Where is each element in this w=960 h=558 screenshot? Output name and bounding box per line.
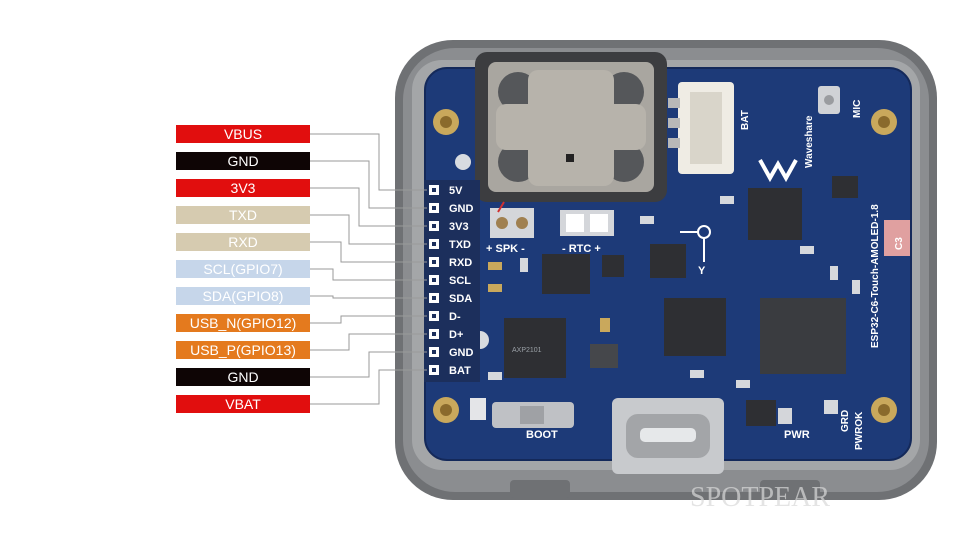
watermark: SPOTPEAR [690, 482, 830, 513]
grd-label: GRD [840, 410, 851, 432]
rtc-connector: - RTC + [560, 210, 614, 255]
power-section: PWR GRD PWROK [746, 400, 865, 450]
small-components [488, 196, 860, 414]
model-label: ESP32-C6-Touch-AMOLED-1.8 [870, 204, 881, 348]
header-pin-label: GND [449, 203, 474, 215]
pin-label: GND [176, 368, 310, 386]
spk-label: + SPK - [486, 243, 525, 255]
wire-line [310, 315, 427, 324]
microphone: MIC [818, 86, 863, 118]
wire-line [310, 133, 427, 191]
pin-label: VBAT [176, 395, 310, 413]
wire-line [310, 160, 427, 209]
header-pin-label: GND [449, 347, 474, 359]
speaker-module [475, 52, 667, 202]
pin-label: 3V3 [176, 179, 310, 197]
header-pin-label: TXD [449, 239, 471, 251]
pin-label: GND [176, 152, 310, 170]
mic-label: MIC [852, 100, 863, 118]
pin-label: TXD [176, 206, 310, 224]
wire-line [310, 214, 427, 245]
battery-connector: BAT [668, 82, 751, 174]
header-pin-label: 3V3 [449, 221, 469, 233]
header-pin-label: RXD [449, 257, 472, 269]
pin-label: USB_P(GPIO13) [176, 341, 310, 359]
c3-marker: C3 [884, 220, 910, 256]
header-pin-label: 5V [449, 185, 463, 197]
wire-line [310, 333, 427, 351]
header-pin-label: BAT [449, 365, 471, 377]
header-pin-label: D+ [449, 329, 463, 341]
pin-label: SDA(GPIO8) [176, 287, 310, 305]
chips: AXP2101 [504, 176, 858, 378]
axis-marker: Y [680, 225, 711, 277]
wire-lines [310, 133, 427, 405]
pin-label: SCL(GPIO7) [176, 260, 310, 278]
boot-button: BOOT [470, 398, 574, 441]
c3-label: C3 [894, 237, 905, 250]
pwrok-label: PWROK [854, 411, 865, 450]
wire-line [310, 295, 427, 299]
waveshare-logo: Waveshare [758, 115, 815, 183]
battery-label: BAT [740, 110, 751, 130]
spk-connector: + SPK - [486, 201, 534, 255]
header-pin-label: D- [449, 311, 461, 323]
wire-line [310, 351, 427, 378]
svg-text:AXP2101: AXP2101 [512, 347, 542, 354]
header-pin-label: SDA [449, 293, 472, 305]
boot-label: BOOT [526, 429, 558, 441]
model-silkscreen: ESP32-C6-Touch-AMOLED-1.8 [870, 204, 881, 348]
pin-label: VBUS [176, 125, 310, 143]
axis-label: Y [698, 265, 706, 277]
header-pin-label: SCL [449, 275, 471, 287]
brand-label: Waveshare [804, 115, 815, 168]
pin-label: USB_N(GPIO12) [176, 314, 310, 332]
pwr-label: PWR [784, 429, 810, 441]
wire-line [310, 268, 427, 281]
wire-line [310, 369, 427, 405]
pin-label: RXD [176, 233, 310, 251]
wire-line [310, 241, 427, 263]
wire-line [310, 187, 427, 227]
usb-c-port [612, 398, 724, 474]
rtc-label: - RTC + [562, 243, 601, 255]
